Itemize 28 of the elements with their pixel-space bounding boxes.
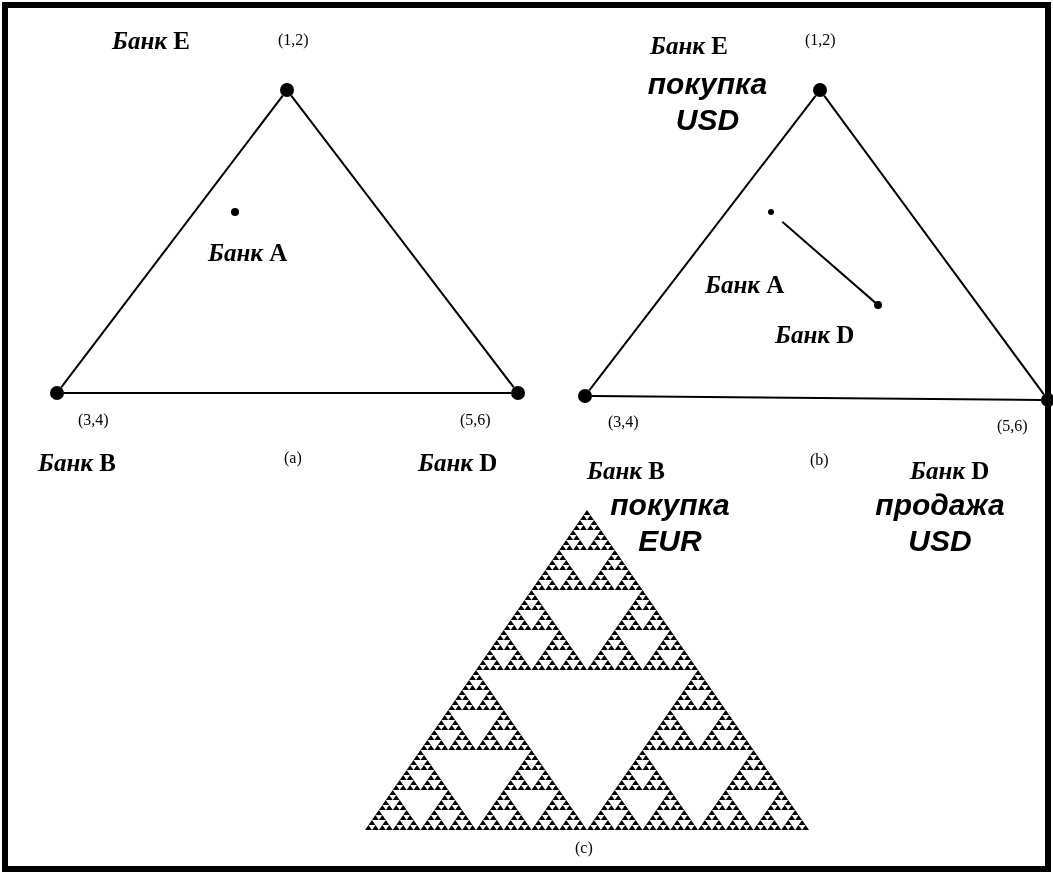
panel-label: (b) [810, 452, 829, 468]
coordinate-label: (1,2) [805, 32, 836, 48]
bank-label: Банк E [650, 33, 728, 58]
bank-label: Банк B [38, 450, 116, 475]
coordinate-label: (5,6) [997, 418, 1028, 434]
triangle-side [591, 395, 1042, 401]
operation-label: покупка USD [646, 66, 769, 138]
panel-label: (c) [575, 840, 593, 856]
bank-label: Банк A [208, 240, 288, 265]
coordinate-label: (3,4) [78, 412, 109, 428]
coordinate-label: (3,4) [608, 414, 639, 430]
triangle-side [60, 94, 284, 389]
coordinate-label: (5,6) [460, 412, 491, 428]
triangle-side [823, 94, 1045, 396]
bank-label: Банк E [112, 28, 190, 53]
triangle-side [290, 94, 515, 389]
bank-label: Банк A [705, 272, 785, 297]
panel-label: (a) [284, 450, 302, 466]
connector-line [781, 220, 876, 304]
triangle-side [588, 94, 817, 392]
bank-label: Банк B [587, 458, 665, 483]
bank-label: Банк D [418, 450, 498, 475]
operation-label: продажа USD [874, 487, 1006, 559]
coordinate-label: (1,2) [278, 32, 309, 48]
bank-label: Банк D [775, 322, 855, 347]
bank-label: Банк D [910, 458, 990, 483]
operation-label: покупка EUR [609, 487, 731, 559]
triangle-side [63, 392, 512, 394]
